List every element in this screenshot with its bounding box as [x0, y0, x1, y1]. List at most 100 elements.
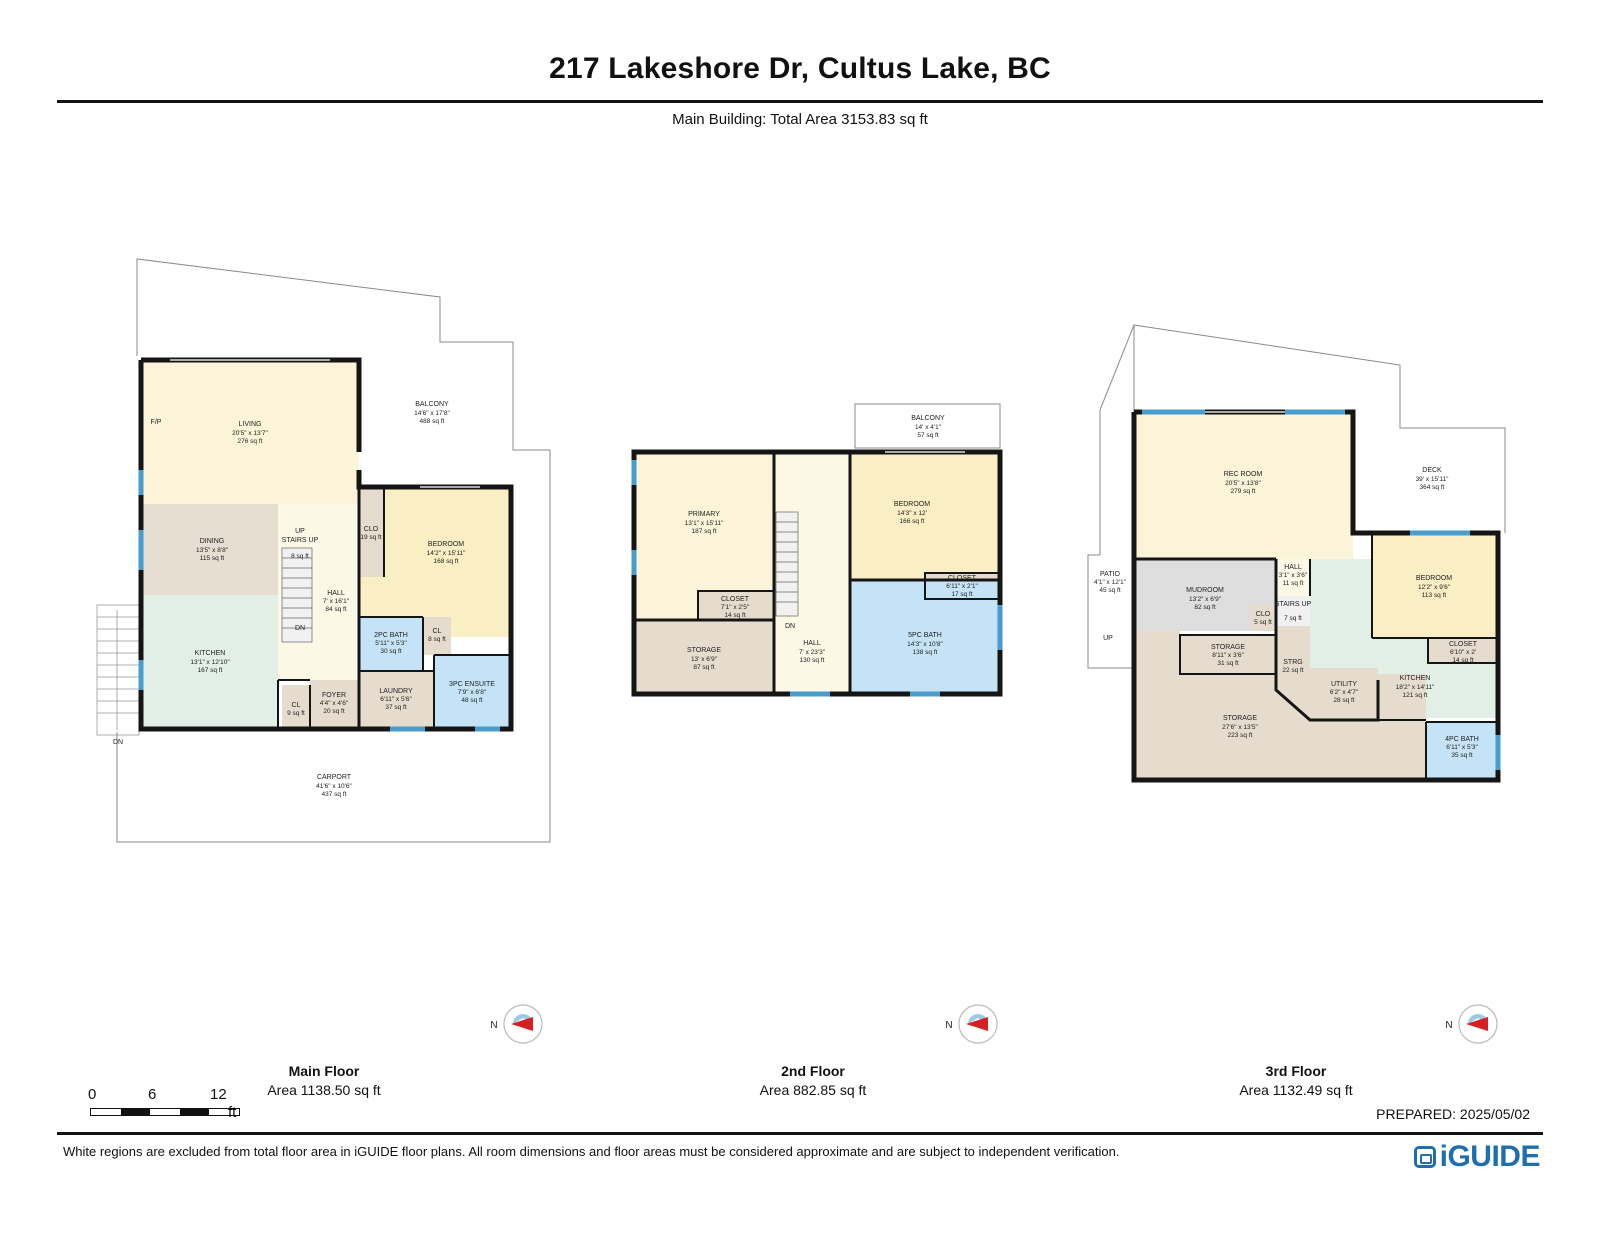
- room-label-hall-3: HALL: [1284, 564, 1302, 571]
- room-label-balcony-2: BALCONY: [911, 415, 945, 422]
- main-floor-windows: [138, 470, 500, 732]
- floor-area-main: Area 1138.50 sq ft: [267, 1082, 381, 1098]
- room-area-storage-3a: 31 sq ft: [1217, 660, 1239, 667]
- page-title: 217 Lakeshore Dr, Cultus Lake, BC: [549, 52, 1051, 85]
- room-label-clo-3: CLO: [1256, 611, 1271, 618]
- room-dim-balcony-2: 14' x 4'1": [915, 424, 942, 431]
- room-label-bedroom-3: BEDROOM: [1416, 575, 1452, 582]
- room-label-clo: CLO: [364, 526, 379, 533]
- room-dim-storage-3b: 27'6" x 13'5": [1222, 724, 1258, 731]
- room-dim-4pc-bath: 6'11" x 5'3": [1446, 744, 1478, 751]
- room-area-stairs-up: 8 sq ft: [291, 553, 309, 560]
- room-label-kitchen-3: KITCHEN: [1400, 675, 1431, 682]
- stairs-up-mark: UP: [295, 528, 305, 535]
- room-dim-bedroom: 14'2" x 15'11": [427, 550, 466, 557]
- stairs-down-mark-2: DN: [785, 623, 795, 630]
- room-area-patio: 45 sq ft: [1099, 587, 1121, 594]
- scale-tick-12: 12: [210, 1086, 227, 1103]
- room-area-laundry: 37 sq ft: [385, 704, 407, 711]
- room-dim-deck: 39' x 15'11": [1416, 476, 1450, 483]
- storage-3b-room: [1134, 674, 1426, 780]
- living-room: [141, 360, 359, 504]
- room-area-rec-room: 279 sq ft: [1231, 488, 1256, 495]
- room-dim-closet-2b: 6'11" x 2'1": [946, 583, 978, 590]
- scale-tick-0: 0: [88, 1086, 97, 1103]
- room-dim-dining: 13'5" x 8'8": [196, 547, 229, 554]
- hall-3-room: [1276, 559, 1310, 596]
- scale-unit: ft: [228, 1104, 237, 1121]
- room-area-primary: 187 sq ft: [692, 528, 717, 535]
- room-label-utility: UTILITY: [1331, 681, 1357, 688]
- bedroom-3-room: [1372, 533, 1498, 638]
- fireplace-mark: F/P: [151, 419, 162, 426]
- closet-3-room: [1428, 638, 1498, 663]
- room-area-closet-3: 14 sq ft: [1452, 657, 1474, 664]
- room-dim-bedroom-3: 12'2" x 9'6": [1418, 584, 1451, 591]
- room-label-3pc-ensuite: 3PC ENSUITE: [449, 681, 495, 688]
- room-dim-living: 20'5" x 13'7": [232, 430, 268, 437]
- disclaimer-text: White regions are excluded from total fl…: [63, 1144, 1120, 1159]
- dining-room: [141, 504, 278, 595]
- room-dim-hall-2: 7' x 23'3": [799, 649, 826, 656]
- room-label-carport: CARPORT: [317, 774, 352, 781]
- room-label-cl: CL: [433, 628, 442, 635]
- room-label-laundry: LAUNDRY: [379, 688, 413, 695]
- total-area-subtitle: Main Building: Total Area 3153.83 sq ft: [672, 111, 928, 128]
- room-label-patio: PATIO: [1100, 571, 1121, 578]
- room-dim-mudroom: 13'2" x 6'9": [1189, 596, 1222, 603]
- room-area-4pc-bath: 35 sq ft: [1451, 752, 1473, 759]
- stairs-down-mark: DN: [295, 625, 305, 632]
- room-dim-foyer: 4'4" x 4'6": [320, 700, 349, 707]
- room-dim-closet-2a: 7'1" x 2'5": [721, 604, 750, 611]
- room-label-balcony: BALCONY: [415, 401, 449, 408]
- floor-label-third: 3rd Floor Area 1132.49 sq ft: [1176, 1063, 1416, 1098]
- room-area-cl-2: 9 sq ft: [287, 710, 305, 717]
- room-dim-patio: 4'1" x 12'1": [1094, 579, 1127, 586]
- room-area-kitchen: 167 sq ft: [198, 667, 223, 674]
- room-dim-kitchen: 13'1" x 12'10": [190, 659, 230, 666]
- floor-area-third: Area 1132.49 sq ft: [1239, 1082, 1353, 1098]
- room-area-mudroom: 82 sq ft: [1194, 604, 1216, 611]
- floor-label-main: Main Floor Area 1138.50 sq ft: [204, 1063, 444, 1098]
- room-area-foyer: 20 sq ft: [323, 708, 345, 715]
- kitchen-room: [141, 595, 278, 729]
- room-dim-kitchen-3: 18'2" x 14'11": [1396, 684, 1435, 691]
- room-dim-storage-2: 13' x 6'9": [691, 656, 718, 663]
- ensuite-room: [434, 655, 511, 729]
- header-divider: [57, 100, 1543, 103]
- stairs-up-mark-3: UP: [1103, 635, 1113, 642]
- room-label-living: LIVING: [239, 421, 262, 428]
- iguide-logo: iGUIDE: [1413, 1140, 1541, 1174]
- compass-third: N: [1445, 1004, 1498, 1044]
- room-area-storage-3b: 223 sq ft: [1228, 732, 1253, 739]
- room-label-closet-2b: CLOSET: [948, 575, 977, 582]
- room-area-cl: 8 sq ft: [428, 636, 446, 643]
- room-label-hall: HALL: [327, 590, 345, 597]
- storage-2-room: [634, 620, 774, 694]
- room-area-hall-2: 130 sq ft: [800, 657, 825, 664]
- room-area-balcony: 488 sq ft: [420, 418, 445, 425]
- compass-main: N: [490, 1004, 543, 1044]
- room-label-closet-3: CLOSET: [1449, 641, 1478, 648]
- room-area-balcony-2: 57 sq ft: [917, 432, 939, 439]
- room-label-cl-2: CL: [292, 702, 301, 709]
- storage-3c-room: [1134, 631, 1180, 674]
- room-label-4pc-bath: 4PC BATH: [1445, 736, 1479, 743]
- balcony-2-outline: [854, 403, 1001, 449]
- stairs-3-room: [1276, 596, 1310, 626]
- room-dim-3pc-ensuite: 7'9" x 6'8": [458, 689, 487, 696]
- room-dim-hall-3: 3'1" x 3'6": [1279, 572, 1308, 579]
- room-dim-closet-3: 6'10" x 2': [1450, 649, 1476, 656]
- room-dim-5pc-bath: 14'3" x 10'8": [907, 641, 943, 648]
- second-floor-plan: BALCONY 14' x 4'1" 57 sq ft PRIMARY 13'1…: [631, 403, 1003, 697]
- room-dim-utility: 6'2" x 4'7": [1330, 689, 1359, 696]
- floor-label-second: 2nd Floor Area 882.85 sq ft: [693, 1063, 933, 1098]
- clo-room: [359, 487, 384, 577]
- bath2pc-room: [359, 617, 423, 671]
- deck-outline: [1133, 324, 1506, 533]
- room-dim-2pc-bath: 5'11" x 5'3": [375, 640, 407, 647]
- exterior-stairs-down-mark: DN: [113, 739, 123, 746]
- cl-room: [423, 617, 451, 655]
- second-floor-stairs: [775, 511, 799, 617]
- footer-divider: [57, 1132, 1543, 1135]
